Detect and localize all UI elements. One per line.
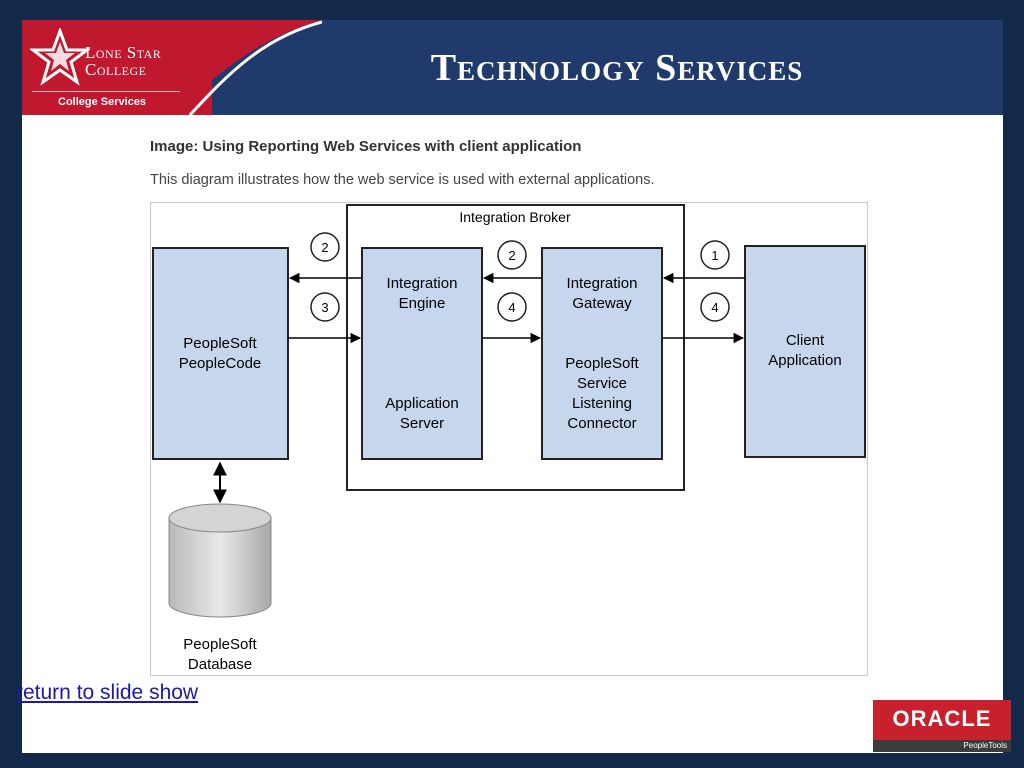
engine-label-2: Engine xyxy=(399,295,446,312)
step-circle-mid-top xyxy=(497,240,527,270)
client-application-box xyxy=(744,245,866,458)
integration-engine-box xyxy=(361,247,483,460)
architecture-diagram: Integration Broker PeopleSoft PeopleCode… xyxy=(152,204,866,673)
database-label-2: Database xyxy=(188,656,252,673)
step-circle-left-bottom xyxy=(310,292,340,322)
logo-line-1: Lone Star xyxy=(85,43,162,62)
logo-subtitle: College Services xyxy=(58,96,147,108)
logo-line-2: College xyxy=(85,60,147,79)
app-server-label-2: Server xyxy=(400,415,444,432)
database-label-1: PeopleSoft xyxy=(183,636,257,653)
database-icon xyxy=(168,517,272,618)
client-label-1: Client xyxy=(786,332,825,349)
figure-heading: Image: Using Reporting Web Services with… xyxy=(150,138,582,155)
engine-label-1: Integration xyxy=(387,275,458,292)
logo-wordmark: Lone Star College xyxy=(85,44,161,78)
return-to-slide-show-link[interactable]: return to slide show xyxy=(16,681,199,704)
star-logo-icon xyxy=(30,28,90,86)
step-number-left-bottom: 3 xyxy=(321,300,328,315)
integration-broker-label: Integration Broker xyxy=(459,209,571,225)
connector-label-1: PeopleSoft xyxy=(565,355,639,372)
oracle-subtitle: PeopleTools xyxy=(963,741,1007,750)
integration-gateway-box xyxy=(541,247,663,460)
client-label-2: Application xyxy=(768,352,841,369)
step-number-left-top: 2 xyxy=(321,240,328,255)
connector-label-2: Service xyxy=(577,375,627,392)
step-circle-right-top xyxy=(700,240,730,270)
step-number-right-bottom: 4 xyxy=(711,300,718,315)
diagram-frame: Integration Broker PeopleSoft PeopleCode… xyxy=(150,202,868,676)
gateway-label-1: Integration xyxy=(567,275,638,292)
step-number-mid-top: 2 xyxy=(508,248,515,263)
slide: Lone Star College College Services Techn… xyxy=(22,20,1003,753)
oracle-wordmark: ORACLE xyxy=(892,706,992,731)
step-circle-right-bottom xyxy=(700,292,730,322)
connector-label-4: Connector xyxy=(567,415,636,432)
banner-curve-shape xyxy=(172,20,322,115)
database-top xyxy=(168,503,272,533)
logo-divider xyxy=(32,91,180,92)
connector-label-3: Listening xyxy=(572,395,632,412)
peoplecode-label-2: PeopleCode xyxy=(179,355,262,372)
page-title: Technology Services xyxy=(430,47,804,89)
step-circle-mid-bottom xyxy=(497,292,527,322)
oracle-logo-bar xyxy=(873,740,1011,752)
figure-caption: This diagram illustrates how the web ser… xyxy=(150,172,655,188)
figure: Image: Using Reporting Web Services with… xyxy=(150,135,868,680)
header-banner: Lone Star College College Services Techn… xyxy=(22,20,1003,115)
step-number-mid-bottom: 4 xyxy=(508,300,515,315)
gateway-label-2: Gateway xyxy=(572,295,632,312)
oracle-logo: ORACLE PeopleTools xyxy=(873,700,1011,752)
step-circle-left-top xyxy=(310,232,340,262)
peoplecode-label-1: PeopleSoft xyxy=(183,335,257,352)
app-server-label-1: Application xyxy=(385,395,458,412)
peoplecode-box xyxy=(152,247,289,460)
step-number-right-top: 1 xyxy=(711,248,718,263)
